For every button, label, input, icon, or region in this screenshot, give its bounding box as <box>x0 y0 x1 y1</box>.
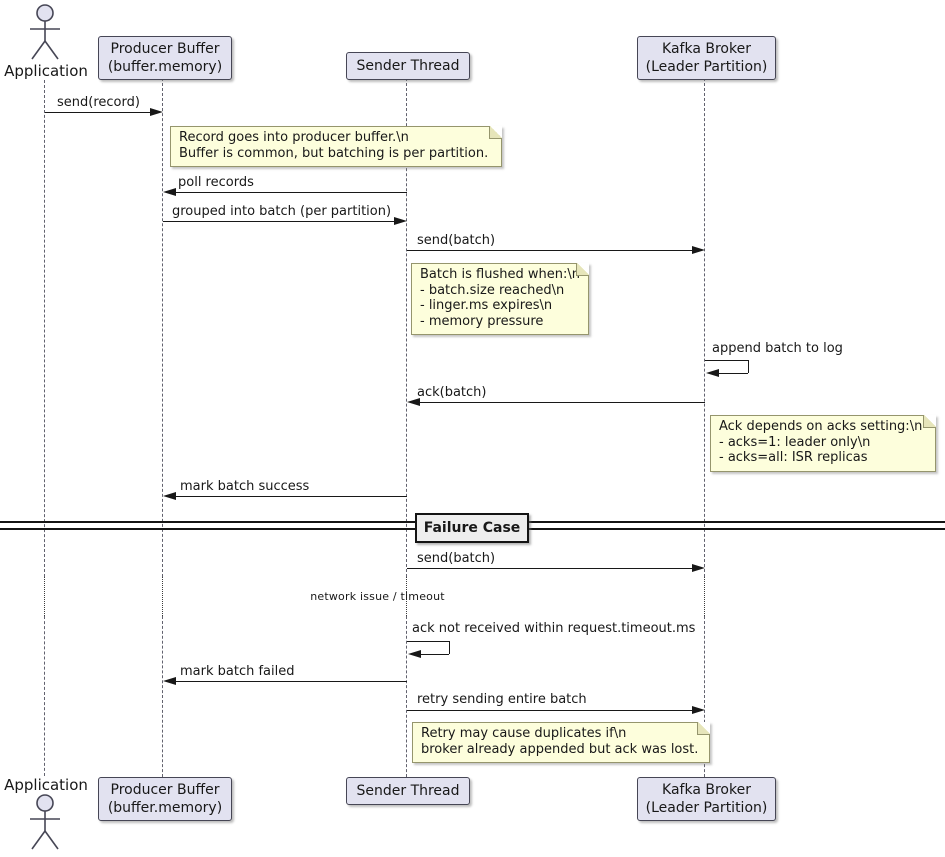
participant-label: Kafka Broker <box>662 781 751 798</box>
note-fold-icon <box>923 415 936 428</box>
participant-producer-buffer-top: Producer Buffer (buffer.memory) <box>98 36 232 80</box>
note-fold-icon <box>576 263 589 276</box>
arrow-grouped-into-batch <box>163 221 395 222</box>
actor-icon <box>30 4 60 60</box>
delay-network-issue: network issue / timeout <box>310 590 445 603</box>
participant-kafka-broker-bottom: Kafka Broker (Leader Partition) <box>637 777 776 821</box>
message-grouped-into-batch: grouped into batch (per partition) <box>172 204 392 219</box>
note-batch-flush: Batch is flushed when:\n - batch.size re… <box>411 263 589 335</box>
arrow-send-record <box>45 112 152 113</box>
participant-kafka-broker-top: Kafka Broker (Leader Partition) <box>637 36 776 80</box>
note-line: - acks=all: ISR replicas <box>719 450 868 465</box>
arrow-ack-timeout-bottom <box>418 654 449 655</box>
note-fold-icon <box>697 722 710 735</box>
note-line: - batch.size reached\n <box>420 282 565 298</box>
lifeline-sender-thread <box>406 78 407 577</box>
lifeline-application <box>44 80 45 577</box>
participant-sender-thread-top: Sender Thread <box>346 52 470 80</box>
arrow-mark-failed <box>174 681 407 682</box>
arrow-ack-batch <box>418 402 705 403</box>
arrow-ack-timeout-top <box>407 641 449 642</box>
arrow-append-batch-side <box>748 360 749 373</box>
arrow-retry-batch <box>407 710 693 711</box>
message-ack-timeout: ack not received within request.timeout.… <box>412 621 696 636</box>
lifeline-application-delay <box>44 577 45 616</box>
arrowhead-left-icon <box>408 650 421 658</box>
actor-label-top: Application <box>4 62 88 80</box>
arrowhead-left-icon <box>706 369 719 377</box>
arrow-append-batch-top <box>705 360 748 361</box>
lifeline-kafka-broker <box>704 616 705 777</box>
message-mark-success: mark batch success <box>180 479 310 494</box>
participant-producer-buffer-bottom: Producer Buffer (buffer.memory) <box>98 777 232 821</box>
note-fold-icon <box>489 126 502 139</box>
arrowhead-left-icon <box>163 492 176 500</box>
participant-sublabel: (Leader Partition) <box>645 59 768 75</box>
lifeline-sender-thread-delay <box>406 577 407 616</box>
message-poll-records: poll records <box>178 175 254 190</box>
actor-label-bottom: Application <box>4 776 88 794</box>
arrow-send-batch <box>407 250 693 251</box>
note-line: broker already appended but ack was lost… <box>421 741 699 757</box>
message-send-batch-retry: send(batch) <box>417 551 496 566</box>
divider-failure-case: Failure Case <box>415 513 529 543</box>
participant-label: Sender Thread <box>356 57 460 74</box>
actor-icon <box>30 794 60 850</box>
arrow-append-batch-bottom <box>716 373 748 374</box>
arrowhead-right-icon <box>394 217 407 225</box>
message-mark-failed: mark batch failed <box>180 664 295 679</box>
note-line: Record goes into producer buffer.\n <box>179 130 409 145</box>
lifeline-kafka-broker <box>704 78 705 577</box>
participant-label: Producer Buffer <box>110 40 220 57</box>
lifeline-kafka-broker-delay <box>704 577 705 616</box>
note-retry-duplicates: Retry may cause duplicates if\n broker a… <box>412 722 710 763</box>
note-line: Batch is flushed when:\n <box>420 267 580 282</box>
participant-label: Kafka Broker <box>662 40 751 57</box>
participant-label: Producer Buffer <box>110 781 220 798</box>
lifeline-producer-buffer <box>162 78 163 577</box>
message-send-record: send(record) <box>57 95 140 110</box>
message-retry-batch: retry sending entire batch <box>417 692 587 707</box>
note-line: - acks=1: leader only\n <box>719 434 871 450</box>
message-append-batch: append batch to log <box>712 341 843 356</box>
arrowhead-right-icon <box>692 706 705 714</box>
arrow-send-batch-retry <box>407 568 693 569</box>
arrowhead-left-icon <box>163 677 176 685</box>
arrow-mark-success <box>174 496 407 497</box>
lifeline-application <box>44 616 45 776</box>
lifeline-producer-buffer <box>162 616 163 777</box>
arrowhead-right-icon <box>692 246 705 254</box>
arrowhead-left-icon <box>407 398 420 406</box>
participant-sender-thread-bottom: Sender Thread <box>346 777 470 805</box>
arrow-poll-records <box>174 192 407 193</box>
note-line: Ack depends on acks setting:\n <box>719 419 923 434</box>
participant-sublabel: (Leader Partition) <box>645 800 768 816</box>
message-send-batch: send(batch) <box>417 233 496 248</box>
arrowhead-right-icon <box>150 108 163 116</box>
arrowhead-right-icon <box>692 564 705 572</box>
participant-sublabel: (buffer.memory) <box>107 800 223 816</box>
note-line: Buffer is common, but batching is per pa… <box>179 145 489 161</box>
note-line: - linger.ms expires\n <box>420 298 553 313</box>
note-line: Retry may cause duplicates if\n <box>421 726 627 741</box>
lifeline-sender-thread <box>406 616 407 777</box>
participant-label: Sender Thread <box>356 782 460 799</box>
arrow-ack-timeout-side <box>449 641 450 654</box>
participant-sublabel: (buffer.memory) <box>107 59 223 75</box>
arrowhead-left-icon <box>163 188 176 196</box>
note-line: - memory pressure <box>420 313 544 329</box>
note-producer-buffer: Record goes into producer buffer.\n Buff… <box>170 126 502 167</box>
message-ack-batch: ack(batch) <box>417 385 487 400</box>
note-acks-setting: Ack depends on acks setting:\n - acks=1:… <box>710 415 936 472</box>
lifeline-producer-buffer-delay <box>162 577 163 616</box>
divider-label: Failure Case <box>423 520 521 536</box>
